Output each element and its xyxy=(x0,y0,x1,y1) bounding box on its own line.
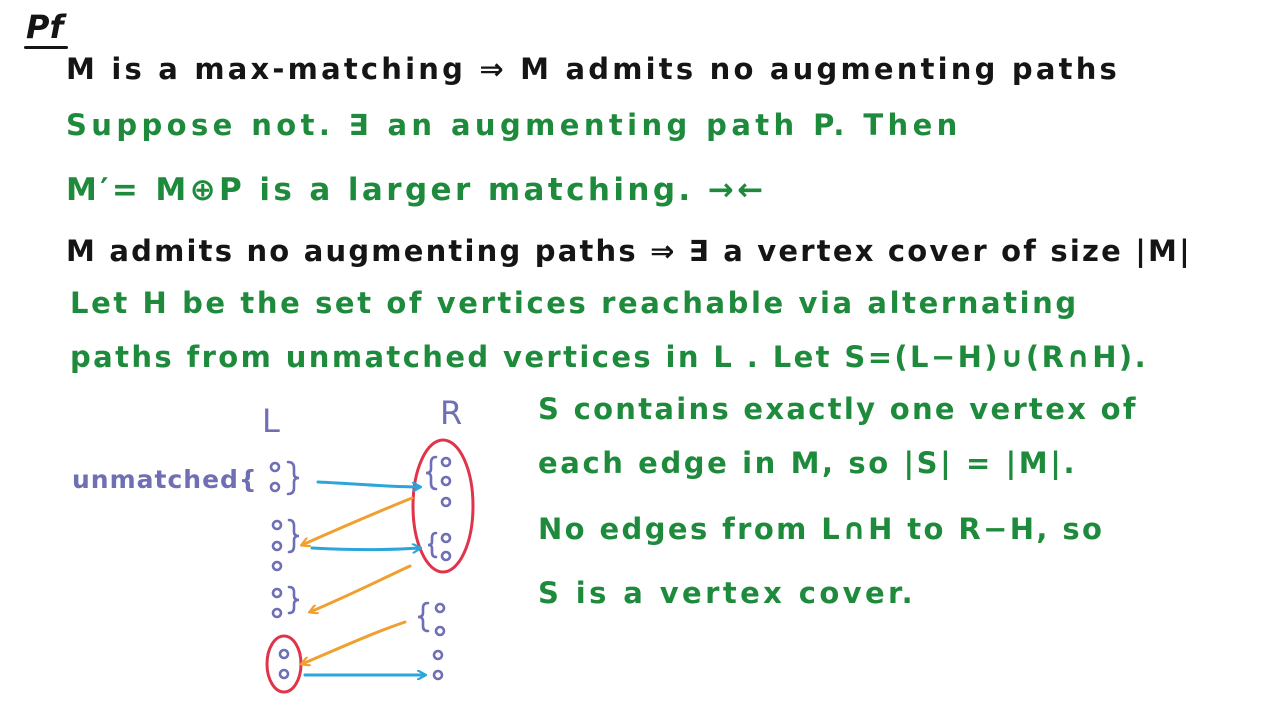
vertex xyxy=(434,625,446,637)
H-circle-left xyxy=(265,634,303,694)
proof-heading: Pf xyxy=(26,8,64,46)
vertex xyxy=(432,669,444,681)
vertex xyxy=(269,461,281,473)
vertex xyxy=(278,648,290,660)
brace xyxy=(287,518,300,554)
non-matching-edge xyxy=(302,620,407,664)
brace xyxy=(286,460,300,496)
vertex xyxy=(440,532,452,544)
vertex xyxy=(271,587,283,599)
brace xyxy=(427,531,438,559)
claim-line-2: M admits no augmenting paths ⇒ ∃ a verte… xyxy=(66,234,1192,268)
note-line-3: No edges from L∩H to R−H, so xyxy=(538,512,1105,546)
non-matching-edge xyxy=(310,564,412,612)
vertex xyxy=(440,550,452,562)
vertex xyxy=(432,649,444,661)
proof-line-2b: paths from unmatched vertices in L . Let… xyxy=(70,340,1148,374)
brace xyxy=(425,455,438,491)
vertex xyxy=(271,519,283,531)
vertex xyxy=(271,560,283,572)
heading-underline xyxy=(24,46,68,49)
matching-edges xyxy=(303,480,425,675)
non-matching-edges xyxy=(302,496,414,664)
matching-edge xyxy=(310,548,420,550)
vertex xyxy=(440,475,452,487)
right-braces xyxy=(417,455,438,633)
right-side-label: R xyxy=(440,394,462,432)
vertex xyxy=(271,540,283,552)
left-side-label: L xyxy=(262,402,280,440)
proof-line-1b: M′= M⊕P is a larger matching. →← xyxy=(66,172,767,208)
matching-edge xyxy=(316,480,420,487)
alternating-path-diagram: L R unmatched{ xyxy=(72,394,475,694)
claim-line-1: M is a max-matching ⇒ M admits no augmen… xyxy=(66,52,1121,86)
proof-line-2a: Let H be the set of vertices reachable v… xyxy=(70,286,1079,320)
vertex xyxy=(434,602,446,614)
right-vertices xyxy=(432,456,452,681)
H-circle-right xyxy=(411,438,475,574)
proof-line-1a: Suppose not. ∃ an augmenting path P. The… xyxy=(66,108,962,142)
vertex xyxy=(269,481,281,493)
non-matching-edge xyxy=(302,496,414,545)
note-line-2: each edge in M, so |S| = |M|. xyxy=(538,446,1078,480)
brace xyxy=(287,585,300,615)
vertex xyxy=(278,668,290,680)
note-line-1: S contains exactly one vertex of xyxy=(538,392,1138,426)
vertex xyxy=(440,456,452,468)
brace xyxy=(417,601,430,633)
vertex xyxy=(440,496,452,508)
vertex xyxy=(271,607,283,619)
left-braces xyxy=(286,460,300,615)
left-vertices xyxy=(269,461,290,680)
note-line-4: S is a vertex cover. xyxy=(538,576,917,610)
unmatched-label: unmatched{ xyxy=(72,465,258,494)
